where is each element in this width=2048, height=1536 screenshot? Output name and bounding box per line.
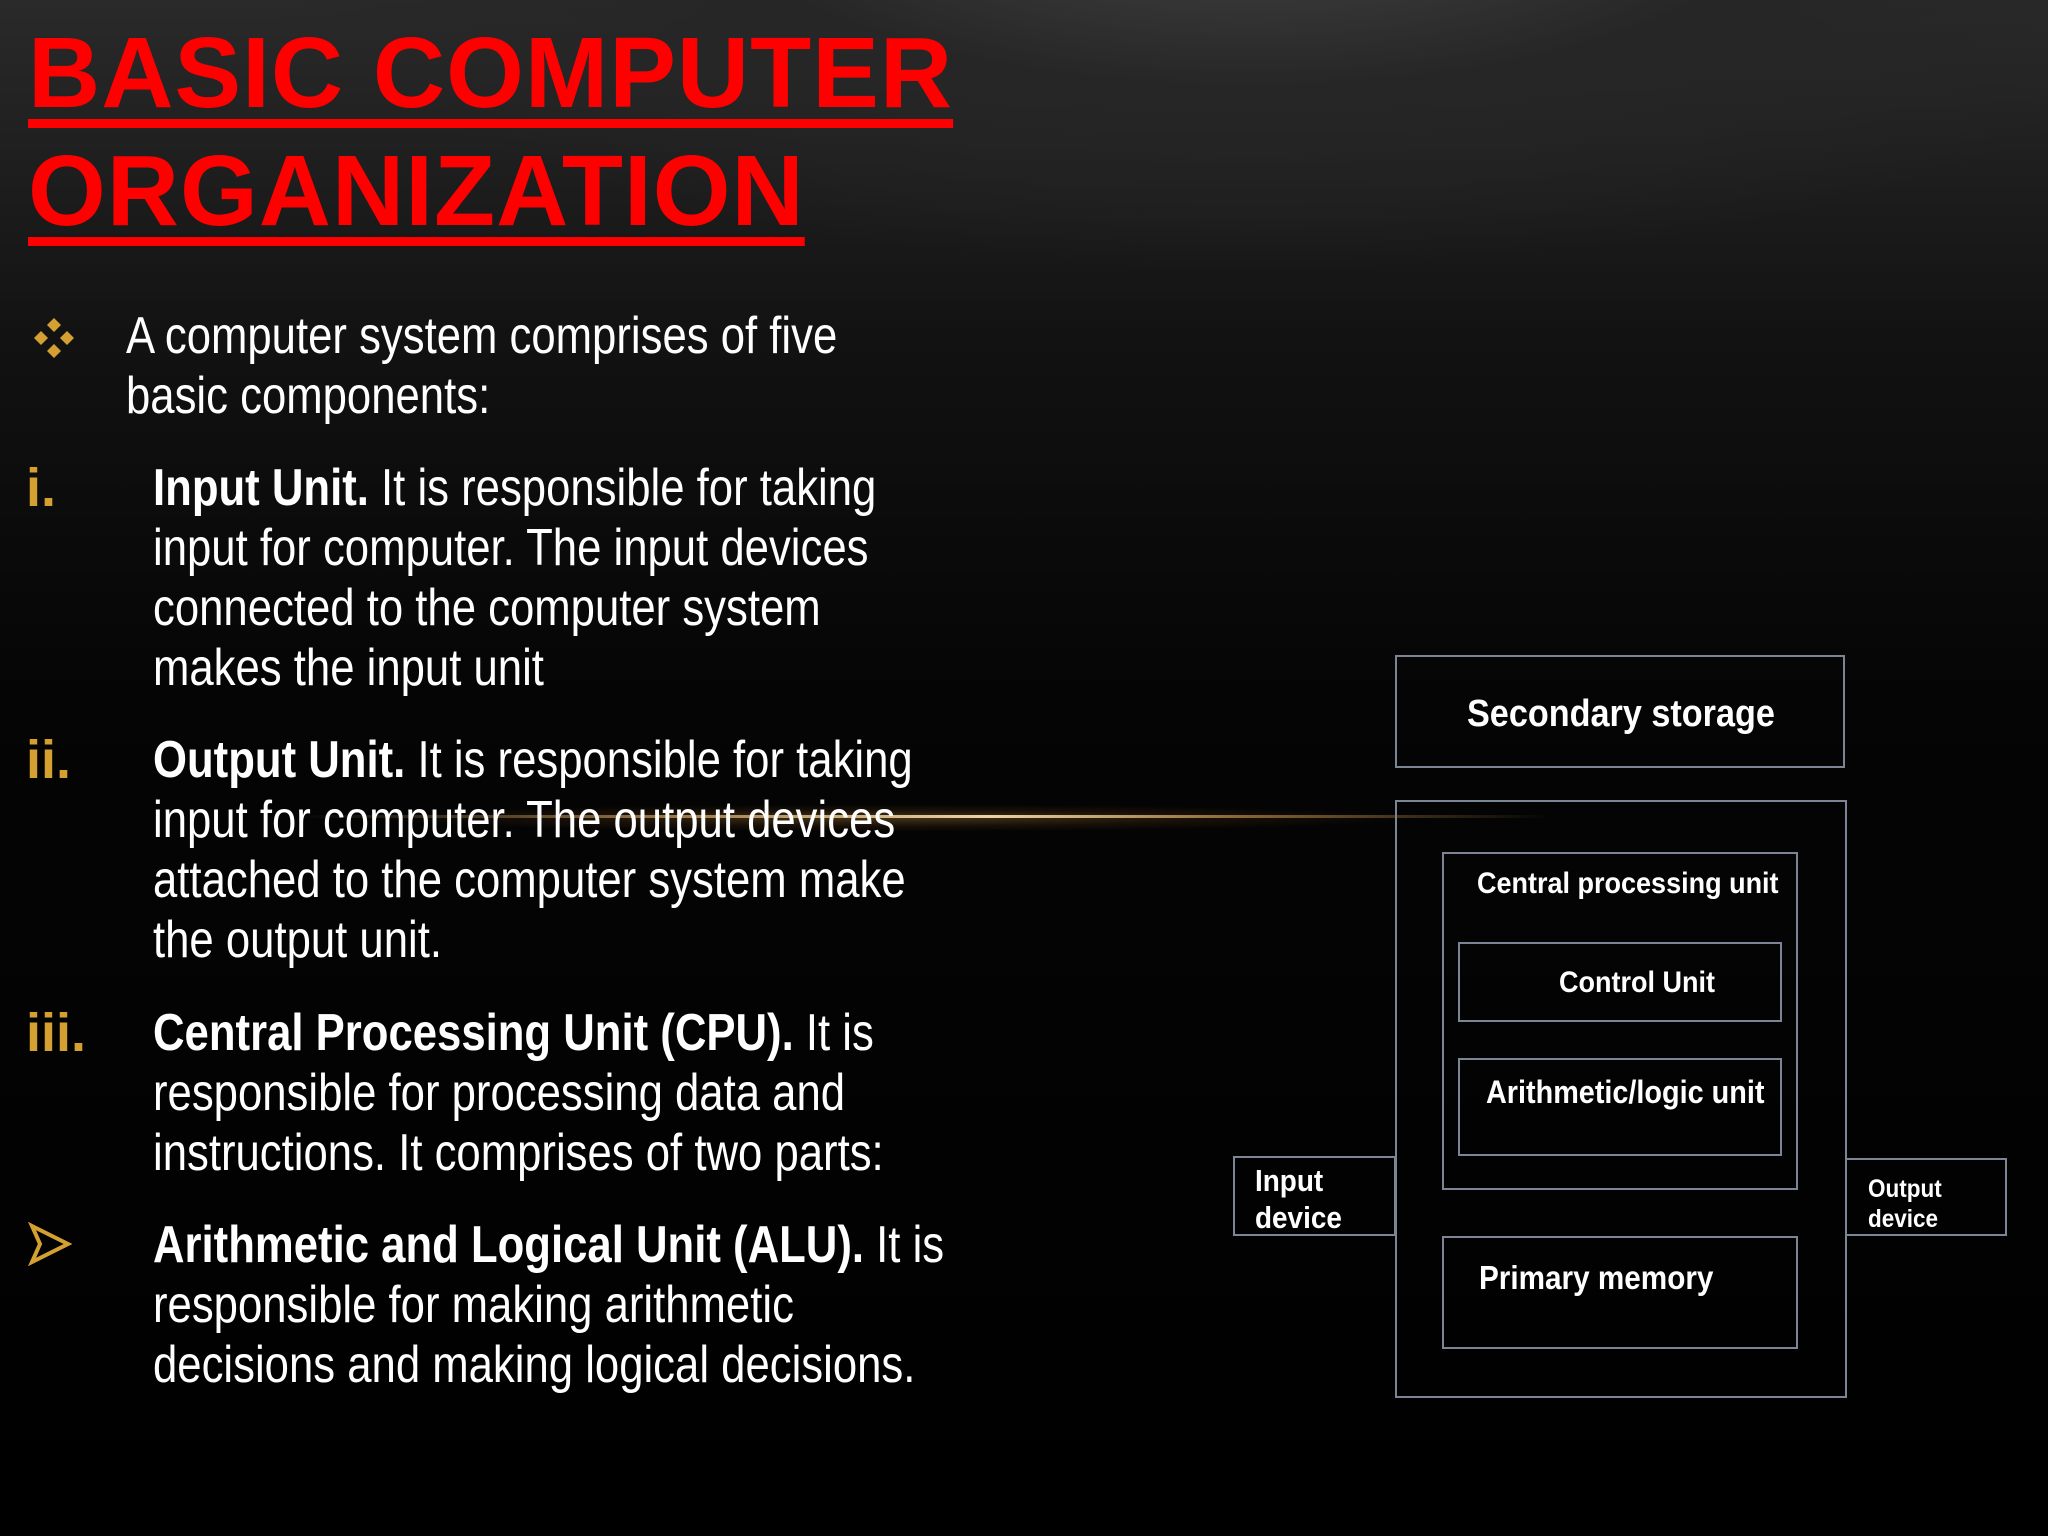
input-device-box: Input device (1233, 1156, 1396, 1236)
item-line-text: It is (864, 1216, 945, 1274)
output-device-box: Output device (1845, 1158, 2007, 1236)
slide-title: BASIC COMPUTER ORGANIZATION (28, 14, 953, 250)
item-line: Arithmetic and Logical Unit (ALU). It is (153, 1215, 993, 1275)
item-heading: Arithmetic and Logical Unit (ALU). (153, 1216, 865, 1274)
item-line-text: decisions and making logical decisions. (153, 1336, 916, 1394)
alu-box: Arithmetic/logic unit (1458, 1058, 1782, 1156)
item-heading: Central Processing Unit (CPU). (153, 1004, 794, 1062)
primary-memory-label: Primary memory (1479, 1259, 1714, 1296)
input-device-label: Input device (1255, 1162, 1342, 1236)
input-device-line-1: Input (1255, 1163, 1324, 1198)
item-marker-3: iii. (26, 1003, 87, 1063)
output-device-label: Output device (1868, 1174, 1942, 1234)
item-line-text: instructions. It comprises of two parts: (153, 1124, 884, 1182)
item-line-text: responsible for making arithmetic (153, 1276, 794, 1334)
intro-line-1: A computer system comprises of five (126, 307, 838, 365)
intro-line-2: basic components: (126, 367, 491, 425)
control-unit-box: Control Unit (1458, 942, 1782, 1022)
secondary-storage-label: Secondary storage (1467, 693, 1775, 735)
item-line: Central Processing Unit (CPU). It is (153, 1003, 993, 1063)
item-line: Input Unit. It is responsible for taking (153, 458, 993, 518)
title-line-1: BASIC COMPUTER (28, 17, 954, 129)
arrow-bullet-icon (28, 1222, 72, 1266)
control-unit-label: Control Unit (1559, 966, 1715, 999)
secondary-storage-box: Secondary storage (1395, 655, 1845, 768)
item-line-text: It is (793, 1004, 874, 1062)
input-device-line-2: device (1255, 1200, 1342, 1235)
item-line-text: It is responsible for taking (405, 731, 913, 789)
item-input-unit: Input Unit. It is responsible for taking… (153, 458, 993, 698)
title-line-2: ORGANIZATION (28, 135, 805, 247)
item-heading: Output Unit. (153, 731, 406, 789)
item-output-unit: Output Unit. It is responsible for takin… (153, 730, 993, 970)
item-line-text: responsible for processing data and (153, 1064, 846, 1122)
item-marker-2: ii. (26, 730, 72, 790)
item-line-text: input for computer. The output devices (153, 791, 896, 849)
cpu-box: Central processing unit (1442, 852, 1798, 1190)
cpu-label: Central processing unit (1477, 867, 1779, 900)
computer-box (1395, 800, 1847, 1398)
item-line-text: connected to the computer system (153, 579, 821, 637)
output-device-line-1: Output (1868, 1175, 1942, 1203)
item-cpu: Central Processing Unit (CPU). It is res… (153, 1003, 993, 1183)
item-line-text: It is responsible for taking (368, 459, 877, 517)
item-marker-1: i. (26, 458, 57, 518)
item-line-text: makes the input unit (153, 639, 544, 697)
item-heading: Input Unit. (153, 459, 369, 517)
item-line-text: input for computer. The input devices (153, 519, 869, 577)
item-line-text: attached to the computer system make (153, 851, 906, 909)
alu-label: Arithmetic/logic unit (1486, 1074, 1765, 1110)
item-line: Output Unit. It is responsible for takin… (153, 730, 993, 790)
diamond-bullet-icon (34, 318, 74, 358)
intro-text: A computer system comprises of five basi… (126, 306, 966, 426)
item-alu: Arithmetic and Logical Unit (ALU). It is… (153, 1215, 993, 1395)
primary-memory-box: Primary memory (1442, 1236, 1798, 1349)
item-line-text: the output unit. (153, 911, 442, 969)
output-device-line-2: device (1868, 1205, 1939, 1233)
